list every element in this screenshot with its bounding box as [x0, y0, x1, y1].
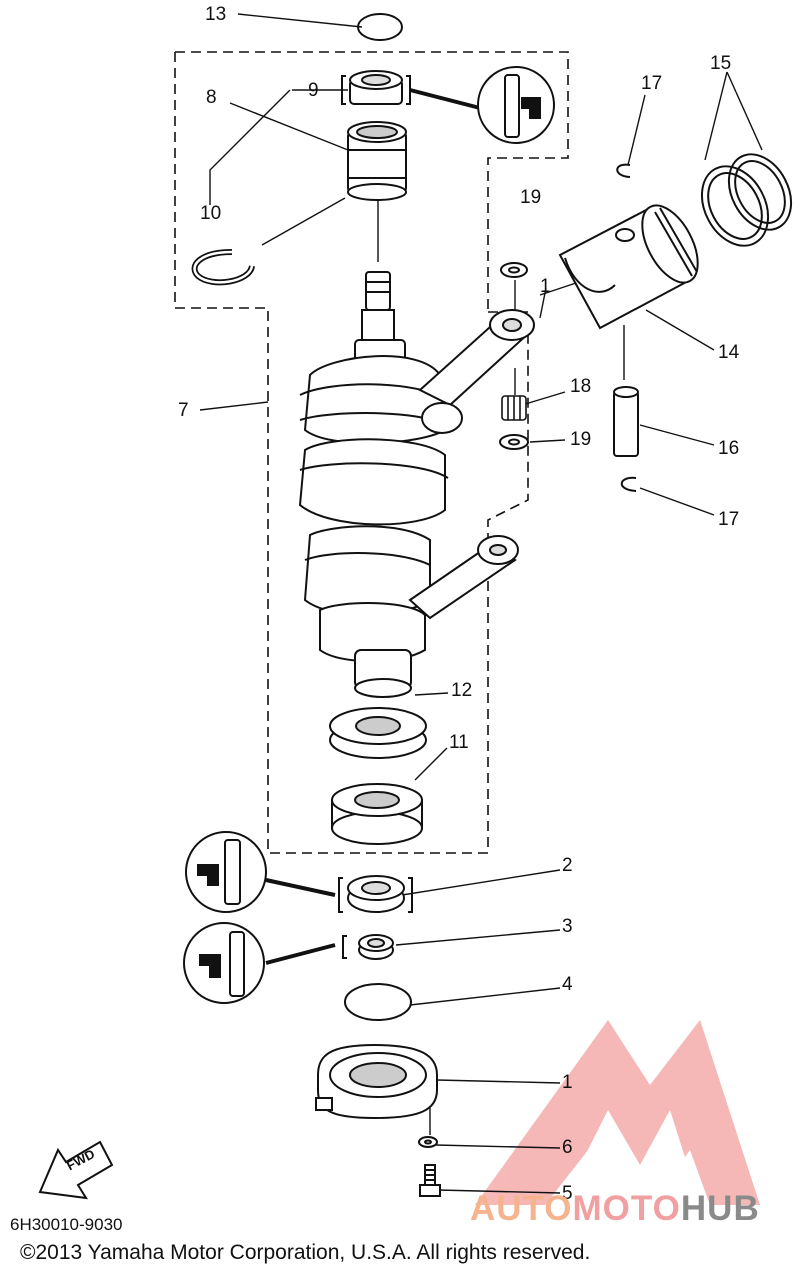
fwd-arrow-icon	[38, 1140, 114, 1200]
callout-6: 6	[562, 1137, 573, 1158]
part-16-piston-pin	[613, 386, 639, 457]
watermark-hub: HUB	[680, 1189, 760, 1228]
callout-15: 15	[710, 53, 732, 74]
part-9-oil-seal	[341, 70, 411, 105]
watermark-text: AUTOMOTOHUB	[470, 1189, 760, 1229]
callout-17-bottom: 17	[718, 509, 740, 530]
callout-9: 9	[308, 80, 319, 101]
callout-5: 5	[562, 1183, 573, 1204]
sealant-detail-bubble-2	[185, 831, 267, 913]
watermark-moto: MOTO	[572, 1189, 681, 1228]
sealant-detail-bubble-top	[477, 66, 555, 144]
callout-16: 16	[718, 438, 740, 459]
part-12-thrust-seal-ring	[329, 707, 427, 759]
callout-18: 18	[570, 376, 592, 397]
part-18-needle-bearing	[501, 395, 527, 421]
part-17-clip-top	[616, 163, 631, 178]
part-2-oil-seal	[338, 875, 413, 913]
part-4-o-ring	[344, 983, 412, 1021]
watermark-auto: AUTO	[470, 1189, 573, 1228]
part-17-clip-bottom	[620, 476, 637, 492]
callout-19-top: 19	[520, 187, 542, 208]
callout-4: 4	[562, 974, 573, 995]
diagram-part-code: 6H30010-9030	[10, 1215, 123, 1234]
callout-1-bottom: 1	[562, 1072, 573, 1093]
callout-7: 7	[178, 400, 189, 421]
callout-13: 13	[205, 4, 227, 25]
part-11-ball-bearing	[331, 783, 423, 845]
callout-19-bottom: 19	[570, 429, 592, 450]
connecting-rod-upper	[418, 309, 535, 434]
callout-3: 3	[562, 916, 573, 937]
crankshaft	[298, 271, 449, 698]
callout-8: 8	[206, 87, 217, 108]
part-1-crankcase-housing	[315, 1043, 438, 1120]
callout-11: 11	[449, 732, 469, 753]
part-14-piston	[558, 204, 699, 330]
callout-10: 10	[200, 203, 222, 224]
callout-1-top: 1	[540, 276, 551, 297]
sealant-detail-bubble-3	[183, 922, 265, 1004]
connecting-rod-lower	[408, 535, 519, 620]
part-19-washer-top	[500, 262, 528, 278]
part-13-o-ring	[357, 13, 403, 41]
callout-17-top: 17	[641, 73, 663, 94]
watermark-logo	[475, 1020, 760, 1205]
part-15-piston-rings	[700, 153, 793, 247]
callout-2: 2	[562, 855, 573, 876]
part-19-washer-bottom	[499, 434, 529, 450]
part-8-bearing	[347, 121, 407, 201]
callout-14: 14	[718, 342, 740, 363]
part-3-oil-seal	[342, 934, 394, 960]
part-6-washer	[418, 1136, 438, 1148]
part-5-bolt	[419, 1164, 441, 1197]
copyright-notice: ©2013 Yamaha Motor Corporation, U.S.A. A…	[20, 1241, 591, 1264]
leader-lines	[199, 13, 763, 1194]
callout-12: 12	[451, 680, 473, 701]
